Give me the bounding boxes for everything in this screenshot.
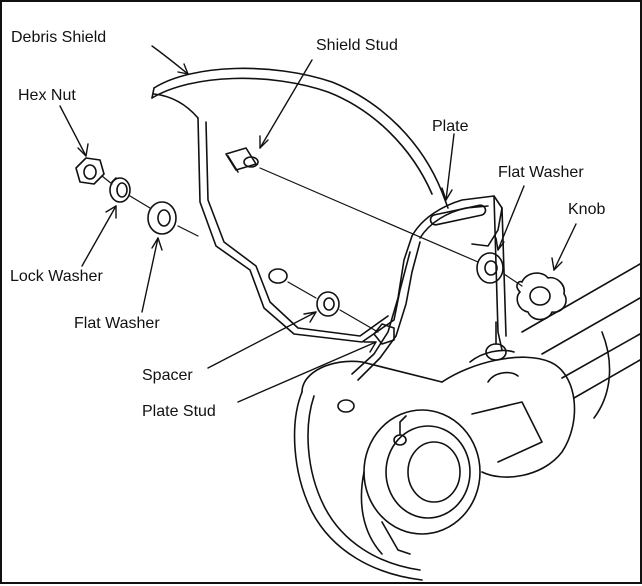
label-hex-nut: Hex Nut [18, 87, 76, 104]
label-debris-shield: Debris Shield [11, 29, 107, 46]
flat-washer-right-part [476, 252, 504, 284]
label-spacer: Spacer [142, 367, 193, 384]
label-lock-washer: Lock Washer [10, 268, 103, 285]
label-plate: Plate [432, 118, 469, 135]
plate-stud-part [373, 323, 395, 345]
debris-shield-part [151, 67, 449, 343]
label-flat-washer-right: Flat Washer [498, 164, 584, 181]
trimmer-shaft [521, 263, 641, 399]
hex-nut-part [75, 157, 105, 185]
motor-housing [293, 321, 611, 581]
label-shield-stud: Shield Stud [316, 37, 398, 54]
label-flat-washer-left: Flat Washer [74, 315, 160, 332]
shield-stud-part [225, 147, 259, 173]
knob-part [516, 272, 567, 321]
spacer-part [316, 291, 340, 317]
explode-lines [101, 167, 523, 333]
lock-washer-part [109, 177, 131, 203]
leader-lines [59, 45, 577, 403]
label-plate-stud: Plate Stud [142, 403, 216, 420]
label-knob: Knob [568, 201, 606, 218]
flat-washer-left-part [147, 201, 177, 235]
plate-part [351, 195, 507, 381]
